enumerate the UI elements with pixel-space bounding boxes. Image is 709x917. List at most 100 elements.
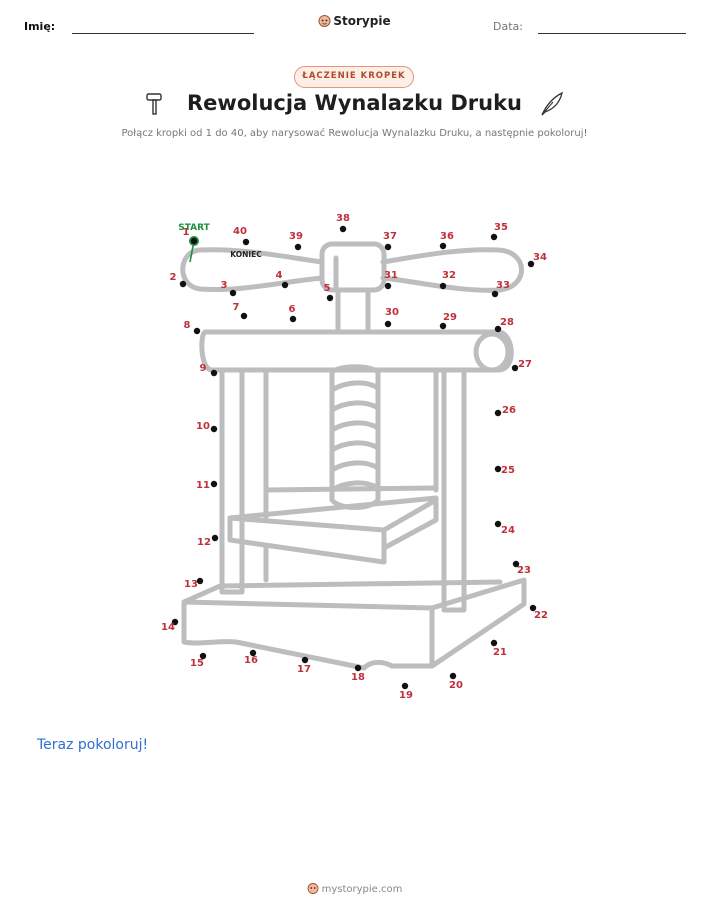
dot-label-39: 39 xyxy=(289,231,303,242)
dot-33 xyxy=(491,290,499,298)
dot-label-8: 8 xyxy=(184,320,191,331)
dot-label-6: 6 xyxy=(289,304,296,315)
dot-2 xyxy=(179,280,187,288)
dot-1 xyxy=(190,237,198,245)
page-title: Rewolucja Wynalazku Druku xyxy=(187,91,522,115)
dot-label-25: 25 xyxy=(501,465,515,476)
dot-label-18: 18 xyxy=(351,672,365,683)
dot-label-29: 29 xyxy=(443,312,457,323)
dot-35 xyxy=(490,233,498,241)
storypie-logo-icon xyxy=(318,14,331,27)
dot-22 xyxy=(529,604,537,612)
dot-label-13: 13 xyxy=(184,579,198,590)
dot-32 xyxy=(439,282,447,290)
dot-label-12: 12 xyxy=(197,537,211,548)
quill-icon xyxy=(538,90,566,122)
dot-label-27: 27 xyxy=(518,359,532,370)
dot-26 xyxy=(494,409,502,417)
dot-3 xyxy=(229,289,237,297)
dot-label-10: 10 xyxy=(196,421,210,432)
dot-4 xyxy=(281,281,289,289)
dot-label-9: 9 xyxy=(200,363,207,374)
dot-8 xyxy=(193,327,201,335)
footer: mystorypie.com xyxy=(0,882,709,895)
dot-28 xyxy=(494,325,502,333)
dot-38 xyxy=(339,225,347,233)
dot-23 xyxy=(512,560,520,568)
dot-label-15: 15 xyxy=(190,658,204,669)
dot-label-40: 40 xyxy=(233,226,247,237)
dot-label-11: 11 xyxy=(196,480,210,491)
dot-label-21: 21 xyxy=(493,647,507,658)
dot-10 xyxy=(210,425,218,433)
date-label: Data: xyxy=(493,20,523,33)
name-line xyxy=(72,33,254,34)
dot-16 xyxy=(249,649,257,657)
dot-label-16: 16 xyxy=(244,655,258,666)
activity-badge: ŁĄCZENIE KROPEK xyxy=(294,66,414,88)
dot-15 xyxy=(199,652,207,660)
footer-url: mystorypie.com xyxy=(321,884,403,895)
date-line xyxy=(538,33,686,34)
dot-label-4: 4 xyxy=(276,270,283,281)
dot-27 xyxy=(511,364,519,372)
dot-label-36: 36 xyxy=(440,231,454,242)
storypie-footer-icon xyxy=(307,882,319,894)
dot-29 xyxy=(439,322,447,330)
dot-24 xyxy=(494,520,502,528)
dot-6 xyxy=(289,315,297,323)
dot-label-33: 33 xyxy=(496,280,510,291)
dot-label-7: 7 xyxy=(233,302,240,313)
dot-37 xyxy=(384,243,392,251)
dot-11 xyxy=(210,480,218,488)
dot-13 xyxy=(196,577,204,585)
dot-label-2: 2 xyxy=(170,272,177,283)
dot-7 xyxy=(240,312,248,320)
printing-press-outline xyxy=(180,241,527,671)
dot-label-1: 1 xyxy=(183,227,190,238)
dot-17 xyxy=(301,656,309,664)
dot-25 xyxy=(494,465,502,473)
dot-label-20: 20 xyxy=(449,680,463,691)
name-label: Imię: xyxy=(24,20,56,33)
start-label: START xyxy=(178,223,210,233)
instructions: Połącz kropki od 1 do 40, aby narysować … xyxy=(121,128,588,139)
end-label: KONIEC xyxy=(230,250,262,259)
dot-label-5: 5 xyxy=(324,283,331,294)
brand-name: Storypie xyxy=(333,14,391,28)
dot-label-35: 35 xyxy=(494,222,508,233)
brand-logo: Storypie xyxy=(0,14,709,28)
dot-label-30: 30 xyxy=(385,307,399,318)
dot-39 xyxy=(294,243,302,251)
dot-label-38: 38 xyxy=(336,213,350,224)
dot-label-3: 3 xyxy=(221,280,228,291)
dot-36 xyxy=(439,242,447,250)
dot-31 xyxy=(384,282,392,290)
dot-14 xyxy=(171,618,179,626)
dot-9 xyxy=(210,369,218,377)
dot-label-14: 14 xyxy=(161,622,175,633)
dot-label-37: 37 xyxy=(383,231,397,242)
dot-label-22: 22 xyxy=(534,610,548,621)
dot-20 xyxy=(449,672,457,680)
dot-label-31: 31 xyxy=(384,270,398,281)
hammer-icon xyxy=(145,92,165,120)
dot-18 xyxy=(354,664,362,672)
dot-label-17: 17 xyxy=(297,664,311,675)
dot-label-28: 28 xyxy=(500,317,514,328)
dot-label-26: 26 xyxy=(502,405,516,416)
dot-21 xyxy=(490,639,498,647)
dot-label-32: 32 xyxy=(442,270,456,281)
dot-label-23: 23 xyxy=(517,565,531,576)
dot-label-19: 19 xyxy=(399,690,413,701)
dot-34 xyxy=(527,260,535,268)
color-prompt: Teraz pokoloruj! xyxy=(37,737,149,753)
dot-30 xyxy=(384,320,392,328)
dot-label-34: 34 xyxy=(533,252,547,263)
dot-19 xyxy=(401,682,409,690)
dot-5 xyxy=(326,294,334,302)
dot-12 xyxy=(211,534,219,542)
dot-label-24: 24 xyxy=(501,525,515,536)
